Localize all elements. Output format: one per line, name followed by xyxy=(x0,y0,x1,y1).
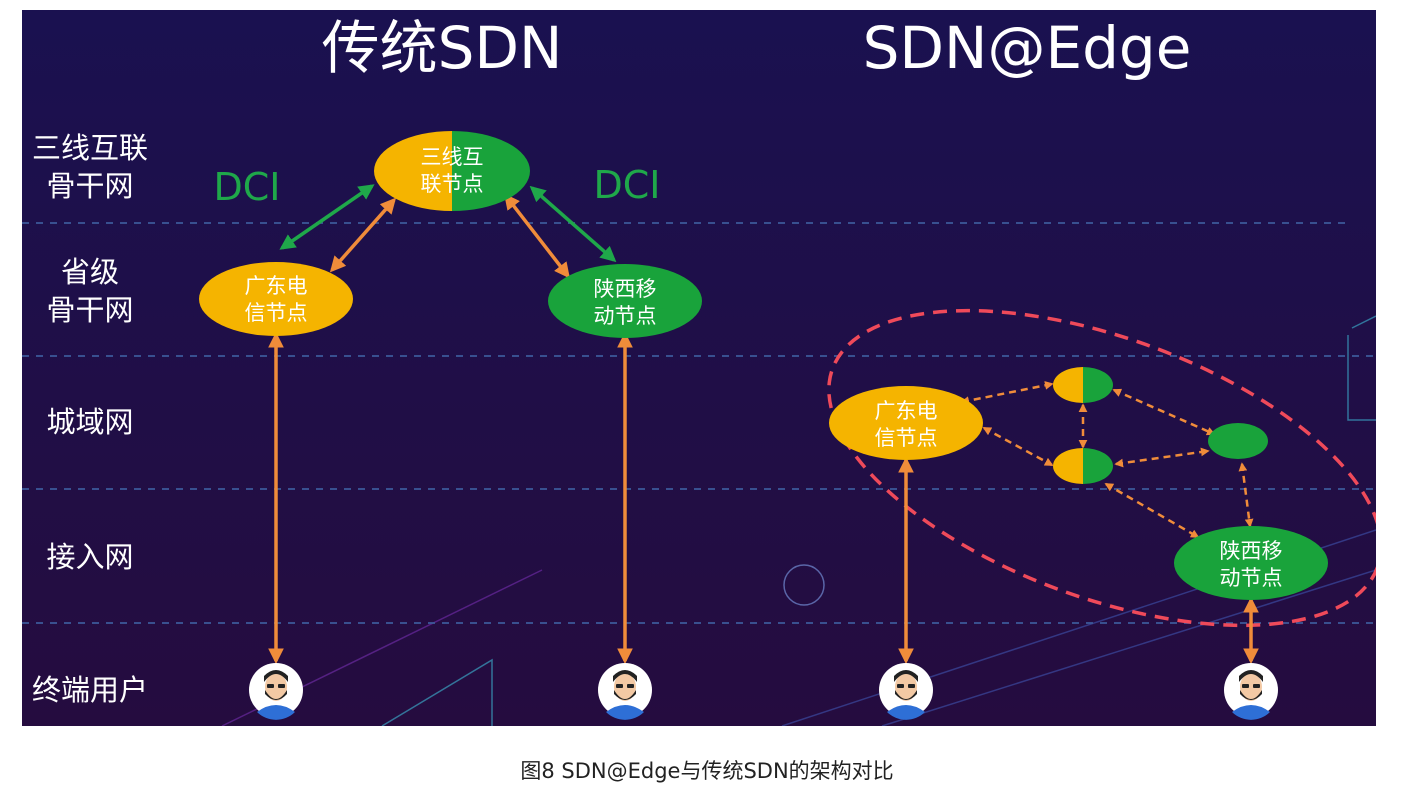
layer-separators xyxy=(22,222,1376,624)
dci-label-right: DCI xyxy=(593,163,660,207)
user-avatar-icon xyxy=(598,663,652,720)
node-three-line-interconnect: 三线互 联节点 xyxy=(374,131,530,211)
user-avatar-icon xyxy=(879,663,933,720)
layer-label-backbone-2: 骨干网 xyxy=(46,169,133,203)
gd-node-line2: 信节点 xyxy=(245,301,308,325)
sx-node-line2: 动节点 xyxy=(594,304,657,328)
node-shaanxi-mobile: 陕西移 动节点 xyxy=(548,264,702,338)
architecture-diagram: 传统SDN SDN@Edge 三线互联 骨干网 省级 骨干网 城域网 接入网 终… xyxy=(22,10,1376,726)
dci-link-left xyxy=(279,184,375,250)
title-traditional-sdn: 传统SDN xyxy=(322,14,563,82)
edge-links xyxy=(960,381,1254,539)
traditional-links xyxy=(268,184,633,665)
edge-small-node-mid xyxy=(1053,448,1113,484)
edge-node-guangdong-telecom: 广东电 信节点 xyxy=(829,386,983,460)
dci-label-left: DCI xyxy=(213,165,280,209)
center-node-line1: 三线互 xyxy=(421,145,484,169)
edge-gd-line2: 信节点 xyxy=(875,426,938,450)
user-avatar-icon xyxy=(249,663,303,720)
edge-link-mid-sx xyxy=(1104,482,1200,539)
edge-link-top-green xyxy=(1112,388,1216,436)
orange-link-left xyxy=(329,197,397,273)
edge-small-node-green xyxy=(1208,423,1268,459)
diagram-background xyxy=(22,10,1376,726)
edge-link-green-sx xyxy=(1238,462,1254,528)
layer-label-metro: 城域网 xyxy=(46,405,133,439)
edge-link-gd-mid xyxy=(982,426,1054,467)
title-sdn-edge: SDN@Edge xyxy=(863,14,1192,82)
orange-link-right xyxy=(504,193,570,279)
decoration-circle xyxy=(783,564,825,606)
edge-link-mid-green xyxy=(1114,447,1210,468)
layer-label-backbone: 三线互联 xyxy=(32,131,148,165)
edge-sx-line1: 陕西移 xyxy=(1220,539,1283,563)
edge-node-shaanxi-mobile: 陕西移 动节点 xyxy=(1174,526,1328,600)
sx-node-line1: 陕西移 xyxy=(594,277,657,301)
edge-region-dashed-ellipse xyxy=(827,308,1376,628)
edge-user-links xyxy=(898,456,1259,665)
edge-link-gd-top xyxy=(960,381,1054,405)
edge-gd-line1: 广东电 xyxy=(875,399,938,423)
node-guangdong-telecom: 广东电 信节点 xyxy=(199,262,353,336)
edge-sx-line2: 动节点 xyxy=(1220,566,1283,590)
user-avatar-icon xyxy=(1224,663,1278,720)
layer-label-access: 接入网 xyxy=(46,540,133,574)
layer-label-provincial: 省级 xyxy=(61,255,119,289)
gd-node-line1: 广东电 xyxy=(245,274,308,298)
figure-caption: 图8 SDN@Edge与传统SDN的架构对比 xyxy=(520,759,894,783)
center-node-line2: 联节点 xyxy=(421,172,484,196)
layer-label-provincial-2: 骨干网 xyxy=(46,293,133,327)
edge-small-node-top xyxy=(1053,367,1113,403)
layer-label-end-users: 终端用户 xyxy=(32,673,148,707)
layer-labels: 三线互联 骨干网 省级 骨干网 城域网 接入网 终端用户 xyxy=(32,131,148,707)
